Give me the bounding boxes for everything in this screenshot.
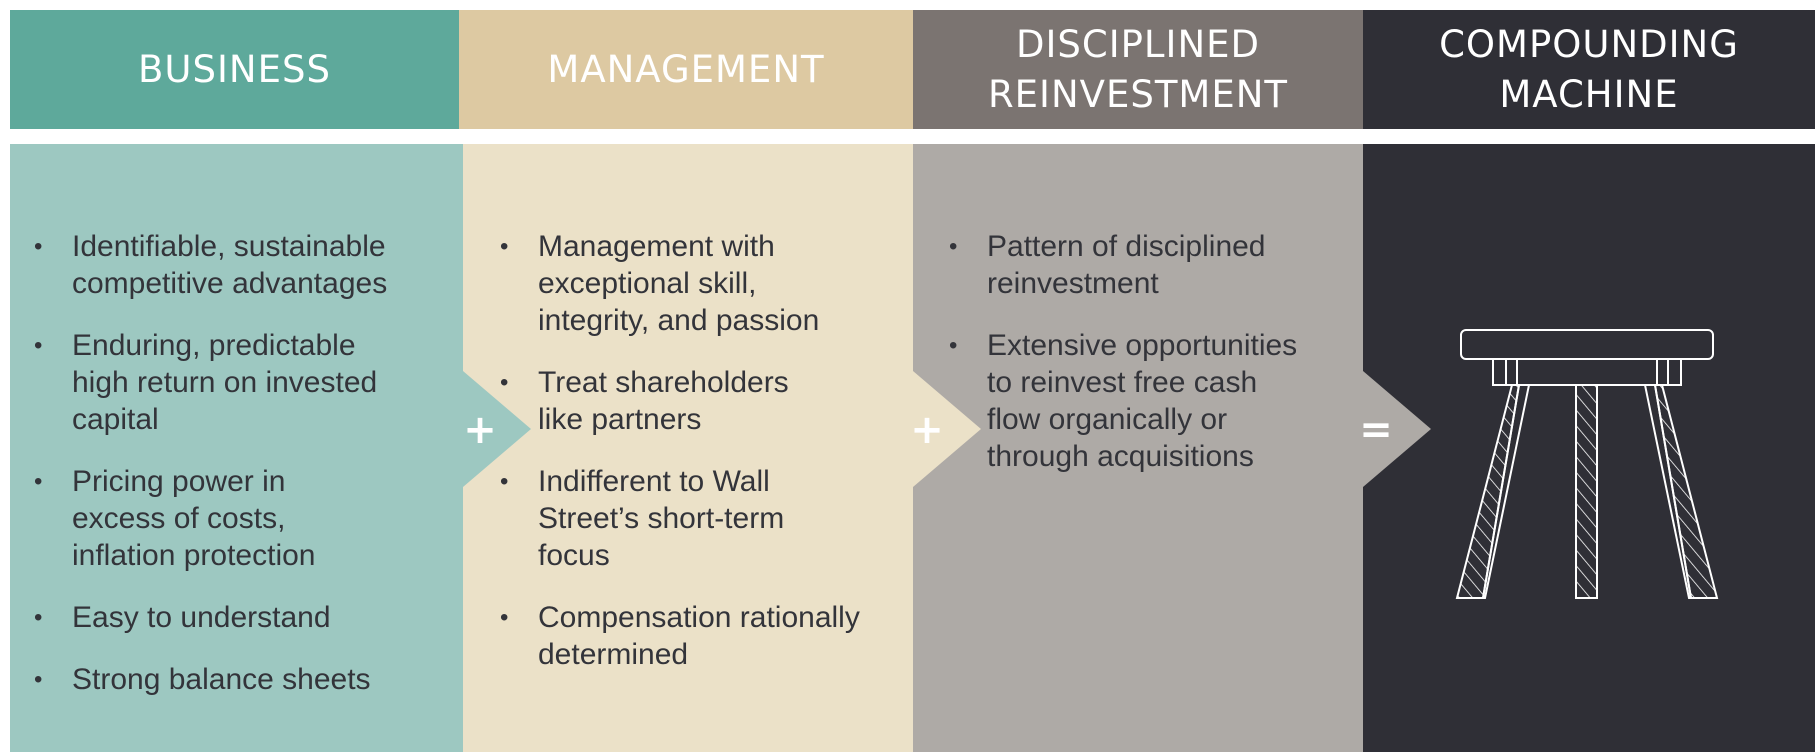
business-bullet-list: Identifiable, sustainable competitive ad… bbox=[10, 228, 463, 723]
list-item: Indifferent to Wall Street’s short-term … bbox=[476, 463, 916, 574]
list-item: Treat shareholders like partners bbox=[476, 364, 916, 438]
list-item: Strong balance sheets bbox=[10, 661, 463, 698]
list-item: Management with exceptional skill, integ… bbox=[476, 228, 916, 339]
reinvestment-bullet-list: Pattern of disciplined reinvestment Exte… bbox=[925, 228, 1365, 500]
header-compounding-machine: COMPOUNDING MACHINE bbox=[1363, 10, 1815, 129]
arrow-reinvestment-to-compounding bbox=[1363, 371, 1431, 487]
list-item: Easy to understand bbox=[10, 599, 463, 636]
header-compounding-label: COMPOUNDING MACHINE bbox=[1439, 22, 1739, 116]
list-item: Compensation rationally determined bbox=[476, 599, 916, 673]
list-item: Identifiable, sustainable competitive ad… bbox=[10, 228, 463, 302]
three-legged-stool-icon bbox=[1455, 329, 1719, 599]
list-item: Pricing power in excess of costs, inflat… bbox=[10, 463, 463, 574]
header-management-label: MANAGEMENT bbox=[547, 47, 825, 91]
list-item: Extensive opportunities to reinvest free… bbox=[925, 327, 1365, 475]
header-management: MANAGEMENT bbox=[459, 10, 913, 129]
list-item: Pattern of disciplined reinvestment bbox=[925, 228, 1365, 302]
header-business: BUSINESS bbox=[10, 10, 459, 129]
header-business-label: BUSINESS bbox=[138, 47, 331, 91]
header-disciplined-reinvestment: DISCIPLINED REINVESTMENT bbox=[913, 10, 1363, 129]
list-item: Enduring, predictable high return on inv… bbox=[10, 327, 463, 438]
management-bullet-list: Management with exceptional skill, integ… bbox=[476, 228, 916, 698]
header-reinvestment-label: DISCIPLINED REINVESTMENT bbox=[987, 22, 1289, 116]
